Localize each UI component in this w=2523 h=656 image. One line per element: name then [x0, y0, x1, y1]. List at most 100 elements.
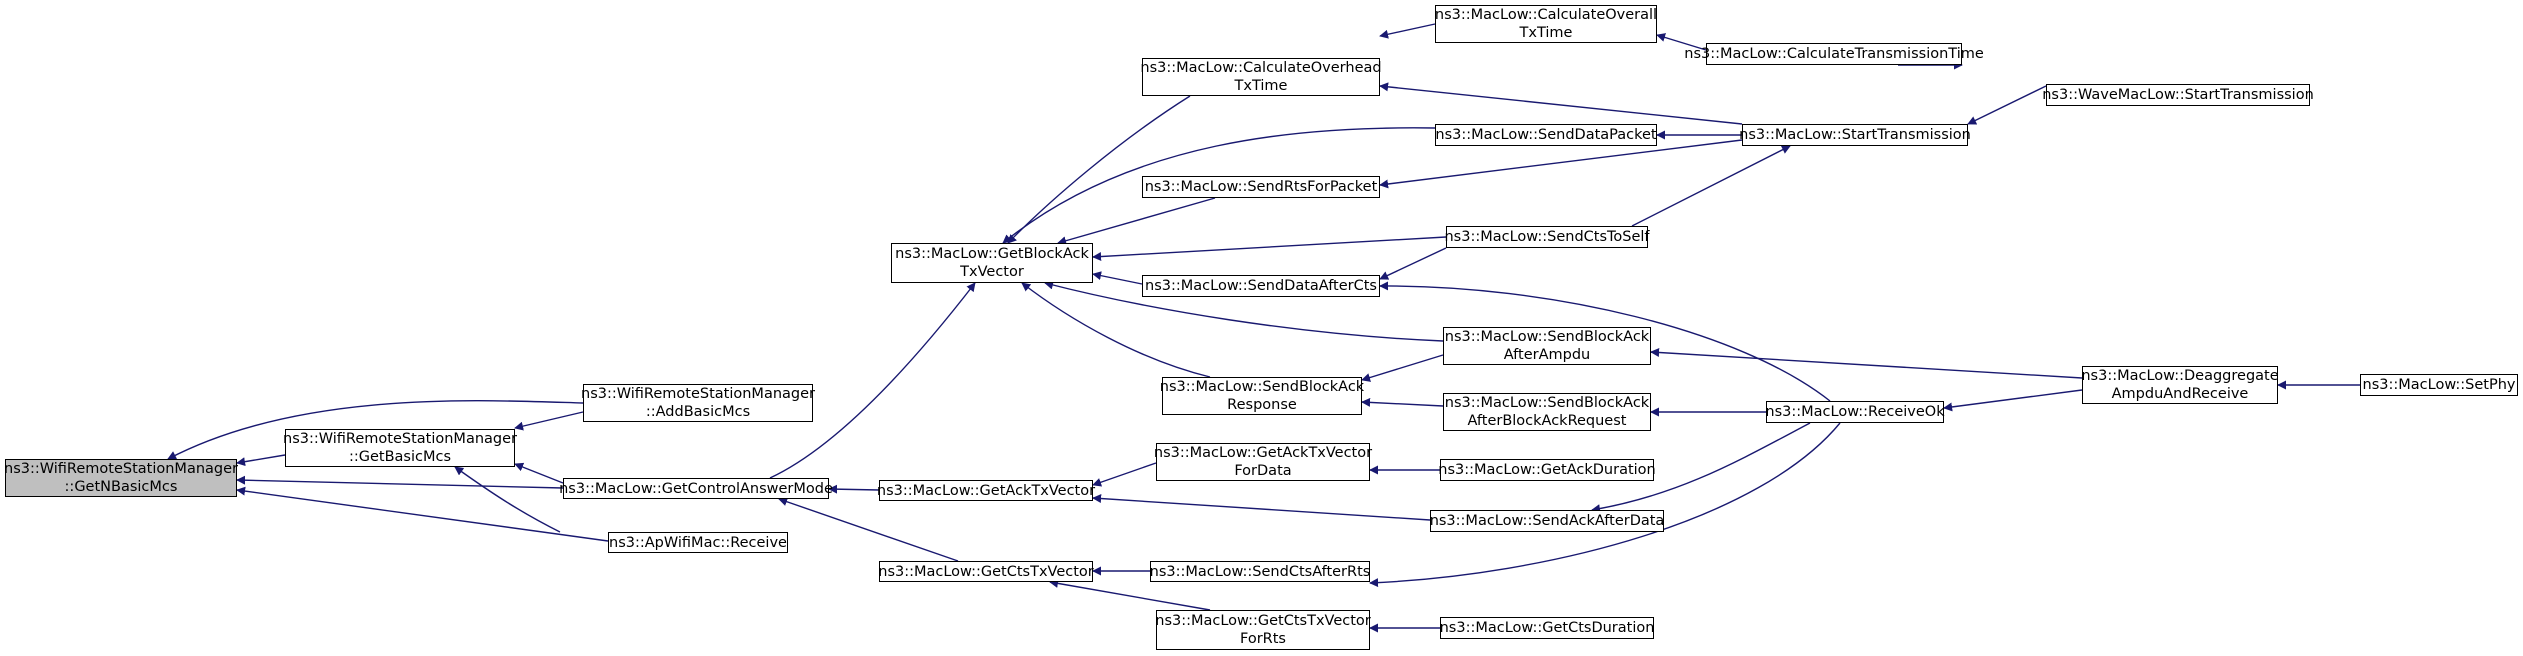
node-getcontrolanswermode[interactable]: ns3::MacLow::GetControlAnswerMode [559, 478, 833, 499]
node-addbasicmcs-line2: ::AddBasicMcs [645, 404, 751, 420]
edge-getctstxvectorforrts-to-getctstxvector [1049, 578, 1211, 611]
node-getackduration-line1: ns3::MacLow::GetAckDuration [1438, 462, 1656, 478]
node-starttransmission-line1: ns3::MacLow::StartTransmission [1739, 127, 1971, 143]
node-calculatetransmissiontime-line1: ns3::MacLow::CalculateTransmissionTime [1684, 46, 1984, 62]
node-getbasicmcs-line2: ::GetBasicMcs [348, 449, 452, 465]
node-sendrtsforpacket[interactable]: ns3::MacLow::SendRtsForPacket [1142, 176, 1380, 198]
node-getblockacktxvector-line2: TxVector [960, 264, 1024, 280]
edge-getcontrolanswermode-to-getbasicmcs [514, 462, 564, 484]
edge-getbasicmcs-to-getnbasicmcs [236, 454, 286, 467]
edge-apwifimac_receive-to-getbasicmcs [454, 466, 561, 533]
node-deaggregateampduandreceive-line2: AmpduAndReceive [2111, 386, 2249, 402]
edge-wavemaclow_starttransmission-to-starttransmission [1967, 85, 2047, 125]
node-sendctstoself[interactable]: ns3::MacLow::SendCtsToSelf [1444, 226, 1650, 248]
node-sendblockackafterblockackrequest-line2: AfterBlockAckRequest [1467, 413, 1627, 429]
node-sendblockackresponse[interactable]: ns3::MacLow::SendBlockAck Response [1159, 377, 1365, 415]
node-getnbasicmcs-line1: ns3::WifiRemoteStationManager [4, 461, 238, 477]
node-sendackafterdata[interactable]: ns3::MacLow::SendAckAfterData [1430, 510, 1664, 532]
edge-sendrtsforpacket-to-getblockacktxvector [1057, 197, 1216, 246]
node-apwifimac-receive[interactable]: ns3::ApWifiMac::Receive [608, 532, 788, 553]
node-wavemaclow-starttransmission[interactable]: ns3::WaveMacLow::StartTransmission [2042, 84, 2314, 106]
node-sendblockackafterblockackrequest[interactable]: ns3::MacLow::SendBlockAck AfterBlockAckR… [1443, 393, 1651, 431]
node-sendctstoself-line1: ns3::MacLow::SendCtsToSelf [1444, 229, 1650, 245]
edge-getcontrolanswermode-to-getblockacktxvector [769, 282, 976, 479]
node-getackduration[interactable]: ns3::MacLow::GetAckDuration [1438, 459, 1656, 481]
node-getbasicmcs-line1: ns3::WifiRemoteStationManager [283, 431, 517, 447]
edge-senddatapacket-to-getblockacktxvector [1002, 127, 1436, 244]
node-sendblockackafterampdu[interactable]: ns3::MacLow::SendBlockAck AfterAmpdu [1443, 327, 1651, 365]
edge-getacktxvectorfordata-to-getacktxvector [1092, 462, 1157, 487]
node-getacktxvectorfordata-line1: ns3::MacLow::GetAckTxVector [1153, 445, 1373, 461]
edge-deaggregateampduandreceive-to-receiveok [1943, 389, 2083, 412]
node-sendblockackafterampdu-line1: ns3::MacLow::SendBlockAck [1444, 329, 1650, 345]
node-sendblockackafterblockackrequest-line1: ns3::MacLow::SendBlockAck [1444, 395, 1650, 411]
node-getnbasicmcs: ns3::WifiRemoteStationManager ::GetNBasi… [4, 459, 238, 497]
node-getblockacktxvector[interactable]: ns3::MacLow::GetBlockAck TxVector [891, 243, 1093, 283]
edge-addbasicmcs-to-getbasicmcs [514, 411, 584, 431]
node-calculateoveralltxtime[interactable]: ns3::MacLow::CalculateOverall TxTime [1435, 5, 1657, 43]
node-apwifimac-receive-line1: ns3::ApWifiMac::Receive [609, 534, 787, 551]
node-wavemaclow-starttransmission-line1: ns3::WaveMacLow::StartTransmission [2042, 87, 2314, 103]
edge-calculatetransmissiontime-to-calculateoveralltxtime [1656, 33, 1707, 51]
node-sendrtsforpacket-line1: ns3::MacLow::SendRtsForPacket [1144, 179, 1378, 195]
node-getctstxvectorforrts-line2: ForRts [1240, 631, 1286, 647]
node-getctstxvector-line1: ns3::MacLow::GetCtsTxVector [878, 563, 1094, 580]
node-sendblockackresponse-line2: Response [1227, 397, 1297, 413]
node-calculateoverheadtxtime-line2: TxTime [1234, 78, 1288, 94]
edge-senddataaftercts-to-getblockacktxvector [1092, 271, 1143, 285]
node-calculateoveralltxtime-line2: TxTime [1519, 25, 1573, 41]
node-getacktxvector[interactable]: ns3::MacLow::GetAckTxVector [876, 480, 1096, 501]
node-sendblockackafterampdu-line2: AfterAmpdu [1503, 347, 1591, 363]
node-senddataaftercts[interactable]: ns3::MacLow::SendDataAfterCts [1142, 275, 1380, 297]
edge-getacktxvector-to-getcontrolanswermode [828, 484, 880, 494]
node-sendctsafterrts-line1: ns3::MacLow::SendCtsAfterRts [1149, 563, 1371, 580]
edge-receiveok-to-sendctsafterrts [1369, 422, 1841, 588]
node-sendblockackresponse-line1: ns3::MacLow::SendBlockAck [1159, 379, 1365, 395]
node-addbasicmcs-line1: ns3::WifiRemoteStationManager [581, 386, 815, 402]
node-calculateoverheadtxtime[interactable]: ns3::MacLow::CalculateOverhead TxTime [1140, 58, 1382, 96]
edge-sendctstoself-to-starttransmission [1631, 145, 1791, 227]
node-getctstxvectorforrts-line1: ns3::MacLow::GetCtsTxVector [1155, 613, 1371, 629]
edge-sendctstoself-to-getblockacktxvector [1092, 236, 1447, 262]
node-getacktxvector-line1: ns3::MacLow::GetAckTxVector [876, 482, 1096, 499]
node-addbasicmcs[interactable]: ns3::WifiRemoteStationManager ::AddBasic… [581, 384, 815, 422]
node-getacktxvectorfordata[interactable]: ns3::MacLow::GetAckTxVector ForData [1153, 443, 1373, 481]
edge-apwifimac_receive-to-getnbasicmcs [236, 486, 609, 542]
node-getacktxvectorfordata-line2: ForData [1234, 463, 1292, 479]
node-senddatapacket[interactable]: ns3::MacLow::SendDataPacket [1435, 124, 1657, 146]
edge-starttransmission-to-calculateoverheadtxtime [1379, 82, 1743, 125]
edge-calculateoverheadtxtime-to-getblockacktxvector [1007, 95, 1191, 244]
node-getctsduration-line1: ns3::MacLow::GetCtsDuration [1439, 620, 1655, 636]
node-senddataaftercts-line1: ns3::MacLow::SendDataAfterCts [1145, 278, 1377, 294]
node-sendctsafterrts[interactable]: ns3::MacLow::SendCtsAfterRts [1150, 561, 1370, 582]
node-receiveok-line1: ns3::MacLow::ReceiveOk [1765, 404, 1945, 420]
edge-calculateoveralltxtime-to-calculateoverheadtxtime [1379, 23, 1436, 39]
edge-sendblockackafterampdu-to-getblockacktxvector [1044, 280, 1444, 342]
node-calculateoverheadtxtime-line1: ns3::MacLow::CalculateOverhead [1140, 60, 1382, 76]
edge-deaggregateampduandreceive-to-sendblockackafterampdu [1650, 347, 2083, 379]
node-starttransmission[interactable]: ns3::MacLow::StartTransmission [1739, 124, 1971, 146]
node-getnbasicmcs-line2: ::GetNBasicMcs [64, 479, 178, 495]
node-setphy[interactable]: ns3::MacLow::SetPhy [2360, 374, 2518, 396]
node-getbasicmcs[interactable]: ns3::WifiRemoteStationManager ::GetBasic… [283, 429, 517, 467]
node-getblockacktxvector-line1: ns3::MacLow::GetBlockAck [895, 246, 1089, 262]
node-calculateoveralltxtime-line1: ns3::MacLow::CalculateOverall [1434, 7, 1658, 23]
node-getctsduration[interactable]: ns3::MacLow::GetCtsDuration [1440, 617, 1654, 639]
edge-sendblockackafterampdu-to-sendblockackresponse [1361, 354, 1444, 382]
edge-getctstxvector-to-getcontrolanswermode [778, 497, 959, 562]
node-receiveok[interactable]: ns3::MacLow::ReceiveOk [1765, 401, 1945, 423]
node-deaggregateampduandreceive[interactable]: ns3::MacLow::Deaggregate AmpduAndReceive [2081, 366, 2279, 404]
edge-sendblockackresponse-to-getblockacktxvector [1021, 282, 1211, 378]
node-senddatapacket-line1: ns3::MacLow::SendDataPacket [1435, 127, 1657, 143]
node-getctstxvectorforrts[interactable]: ns3::MacLow::GetCtsTxVector ForRts [1155, 610, 1371, 650]
edge-sendblockackafterblockackrequest-to-sendblockackresponse [1361, 397, 1444, 407]
node-getctstxvector[interactable]: ns3::MacLow::GetCtsTxVector [878, 561, 1094, 582]
edge-addbasicmcs-to-getnbasicmcs [167, 400, 584, 460]
node-sendackafterdata-line1: ns3::MacLow::SendAckAfterData [1429, 513, 1665, 529]
edge-starttransmission-to-sendrtsforpacket [1379, 139, 1743, 189]
node-setphy-line1: ns3::MacLow::SetPhy [2362, 377, 2516, 393]
node-getcontrolanswermode-line1: ns3::MacLow::GetControlAnswerMode [559, 480, 833, 497]
node-calculatetransmissiontime[interactable]: ns3::MacLow::CalculateTransmissionTime [1684, 43, 1984, 65]
